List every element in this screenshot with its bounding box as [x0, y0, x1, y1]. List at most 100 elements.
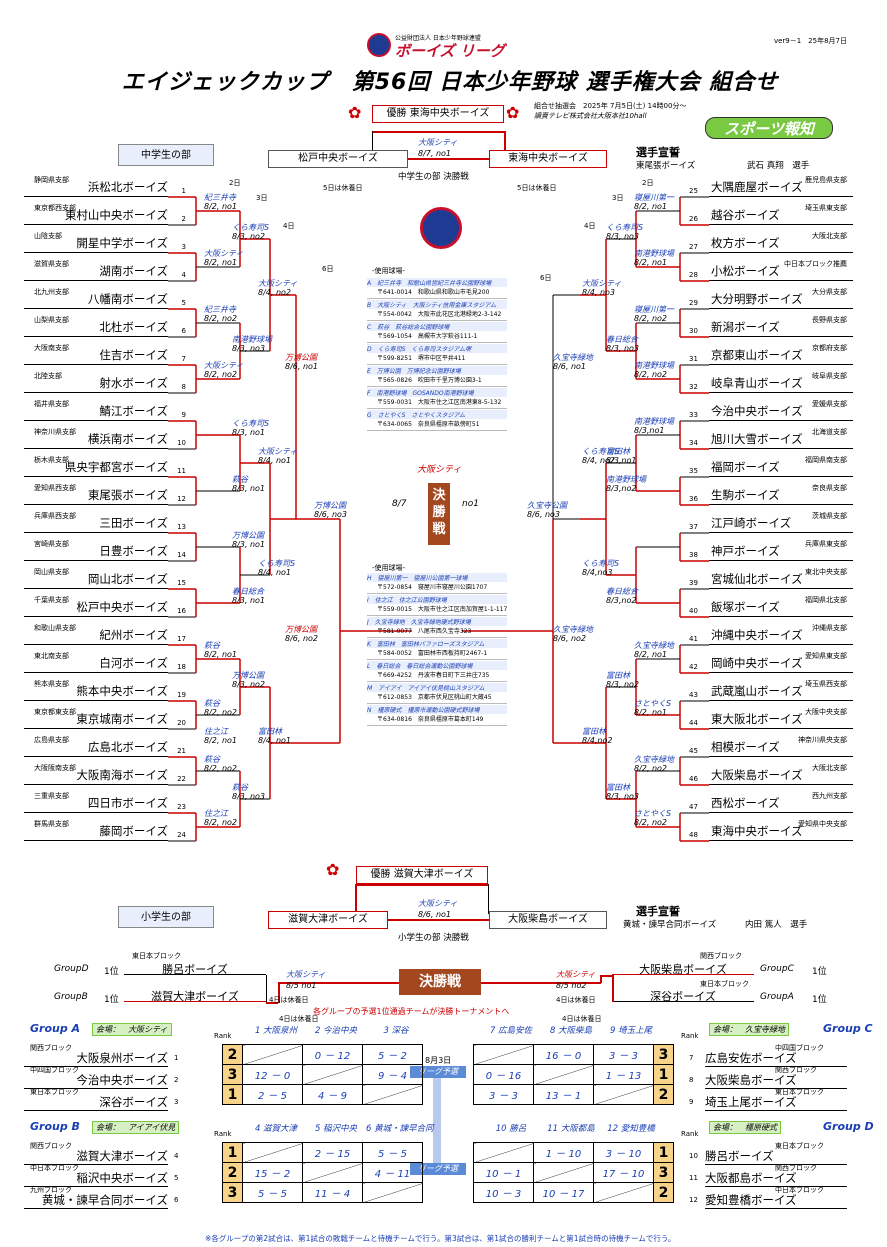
team-name: 大阪南海ボーイズ [76, 768, 168, 782]
match-date: 8/3, no1 [232, 596, 266, 605]
oath-elem-team: 黄城・諫早合同ボーイズ [623, 920, 717, 930]
team-name: 藤岡ボーイズ [99, 824, 168, 838]
team-number: 9 [689, 1098, 694, 1106]
team-number: 6 [181, 327, 186, 335]
team-number: 7 [689, 1054, 694, 1062]
team-name: 県央宇都宮ボーイズ [64, 460, 168, 474]
team-pref: 東京都東支部 [34, 708, 76, 716]
team-name: 横浜南ボーイズ [87, 432, 168, 446]
venue-address: 〒669-4252 丹波市春日町下三井庄735 [377, 672, 490, 679]
mid-final-right-team: 東海中央ボーイズ [489, 150, 607, 168]
team-number: 30 [689, 327, 698, 335]
semi-group: GroupB [54, 992, 88, 1002]
center-final-venue: 大阪シティ [417, 465, 462, 475]
group-venue: 会場： 久宝寺緑地 [709, 1023, 789, 1036]
col-header: 8 大阪柴島 [549, 1026, 593, 1036]
team-name: 岡崎中央ボーイズ [711, 656, 803, 670]
team-pref: 山陰支部 [34, 232, 62, 240]
team-pref: 熊本県支部 [34, 680, 69, 688]
team-number: 8 [181, 383, 186, 391]
team-name: 今治中央ボーイズ [711, 404, 803, 418]
day-label: 3日 [256, 194, 268, 202]
mid-section-label: 中学生の部 [118, 144, 214, 166]
team-name: 沖縄中央ボーイズ [711, 628, 803, 642]
team-number: 29 [689, 299, 698, 307]
venue-list-1: A 紀三井寺 和歌山県営紀三井寺公園野球場〒641-0014 和歌山県和歌山市毛… [367, 277, 507, 431]
team-number: 21 [177, 747, 186, 755]
match-date: 8/2, no2 [204, 818, 238, 827]
score-cell: 9 － 4 [362, 1064, 423, 1085]
score-cell: 0 － 16 [473, 1064, 534, 1085]
team-name: 枚方ボーイズ [711, 236, 780, 250]
team-pref: 中日本ブロック推薦 [784, 260, 847, 268]
score-cell: 4 － 9 [302, 1084, 363, 1105]
match-venue: 住之江 [204, 727, 228, 736]
team-block: 東日本ブロック [30, 1088, 79, 1096]
team-block: 関西ブロック [775, 1066, 817, 1074]
venue-item: C 萩谷 萩谷総合公園野球場〒569-1054 高槻市大字萩谷111-1 [367, 321, 507, 343]
score-cell: 16 － 0 [533, 1044, 594, 1065]
team-block: 東日本ブロック [775, 1088, 824, 1096]
team-number: 13 [177, 523, 186, 531]
team-pref: 千葉県支部 [34, 596, 69, 604]
team-number: 5 [181, 299, 186, 307]
venue-name: C 萩谷 萩谷総合公園野球場 [367, 322, 507, 331]
venue-item: G さとやくS さとやくスタジアム〒634-0065 奈良県橿原市畝傍町51 [367, 409, 507, 431]
team-pref: 大阪北支部 [812, 232, 847, 240]
team-name: 住吉ボーイズ [99, 348, 168, 362]
semi-group: GroupA [760, 992, 794, 1002]
team-number: 36 [689, 495, 698, 503]
team-number: 35 [689, 467, 698, 475]
elem-final-right-team: 大阪柴島ボーイズ [489, 911, 607, 929]
tournament-emblem-icon [420, 207, 462, 249]
team-pref: 西九州支部 [812, 792, 847, 800]
footnote: ※各グループの第2試合は、第1試合の敗戦チームと待機チームで行う。第3試合は、第… [205, 1234, 676, 1243]
match-venue: くら寿司S [258, 559, 296, 568]
team-number: 12 [689, 1196, 698, 1204]
team-name: 熊本中央ボーイズ [76, 684, 168, 698]
col-header: 9 埼玉上尾 [609, 1026, 653, 1036]
logo-name: ボーイズ リーグ [395, 42, 505, 60]
score-cell: 1 － 10 [533, 1142, 594, 1163]
match-venue: くら寿司S [582, 447, 620, 456]
match-date: 8/2, no2 [204, 314, 238, 323]
team-number: 19 [177, 691, 186, 699]
day-label: 6日 [540, 274, 552, 282]
match-date: 8/3, no1 [232, 484, 266, 493]
score-cell: 4 － 11 [362, 1162, 423, 1183]
group-team-name: 稲沢中央ボーイズ [24, 1170, 168, 1187]
score-cell: 12 － 0 [242, 1064, 303, 1085]
team-pref: 東京都西支部 [34, 204, 76, 212]
team-pref: 大阪阪南支部 [34, 764, 76, 772]
semi-group: GroupC [760, 964, 794, 974]
team-number: 25 [689, 187, 698, 195]
oath-elem-player: 内田 篤人 選手 [745, 920, 808, 930]
team-pref: 北海道支部 [812, 428, 847, 436]
team-name: 福岡ボーイズ [711, 460, 780, 474]
team-pref: 群馬県支部 [34, 820, 69, 828]
team-pref: 福岡県北支部 [805, 596, 847, 604]
bouquet-icon: ✿ [506, 103, 520, 122]
venue-address: 〒569-1054 高槻市大字萩谷111-1 [377, 333, 478, 340]
boys-league-logo: 公益財団法人 日本少年野球連盟 ボーイズ リーグ [367, 33, 517, 60]
mid-final-date: 8/7, no1 [418, 149, 452, 158]
match-date: 8/3, no2 [232, 232, 266, 241]
score-cell: 15 － 2 [242, 1162, 303, 1183]
venue-item: M アイアイ アイアイ伏見桃山スタジアム〒612-0853 京都市伏見区桃山町大… [367, 682, 507, 704]
team-number: 12 [177, 495, 186, 503]
group-name: Group C [823, 1022, 873, 1035]
team-name: 相模ボーイズ [711, 740, 780, 754]
rank-cell: 1 [222, 1084, 243, 1105]
team-number: 9 [181, 411, 186, 419]
match-venue: 富田林 [606, 783, 630, 792]
